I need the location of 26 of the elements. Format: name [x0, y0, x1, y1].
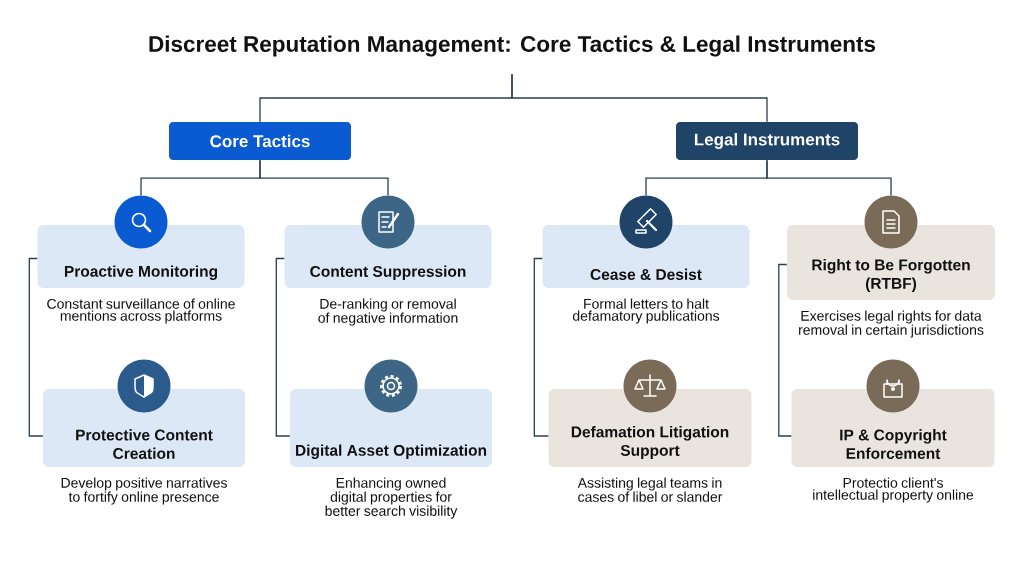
description-text: De-ranking or removal of negative information [318, 298, 458, 326]
card: Cease & Desist [542, 225, 750, 288]
card: Defamation Litigation Support [548, 389, 752, 467]
category-box: Core Tactics [169, 122, 351, 160]
connector-line [533, 257, 549, 437]
connector-line [259, 159, 389, 196]
connector-line [275, 257, 291, 437]
category-box: Legal Instruments [676, 122, 858, 160]
description-text: Protectio client's intellectual property online [813, 477, 974, 503]
connector-line [28, 257, 44, 437]
connector-line [511, 73, 768, 123]
connector-line [778, 263, 792, 437]
connector-line [766, 159, 892, 196]
description-text: Enhancing owned digital properties for better search visibility [325, 477, 458, 519]
card: Content Suppression [284, 225, 492, 288]
card: Proactive Monitoring [37, 225, 245, 288]
description-text: Exercises legal rights for data removal in certain jurisdictions [799, 310, 984, 338]
description-text: Formal letters to halt defamatory publications [572, 298, 720, 324]
card: Protective Content Creation [43, 389, 245, 467]
card: Digital Asset Optimization [290, 389, 492, 467]
description-text: Develop positive narratives to fortify online presence [61, 477, 227, 505]
description-text: Assisting legal teams in cases of libel or slander [577, 477, 723, 502]
card: IP & Copyright Enforcement [791, 389, 995, 467]
card: Right to Be Forgotten (RTBF) [787, 225, 995, 300]
description-text: Constant surveillance of online mentions across platforms [47, 298, 235, 324]
title: Discreet Reputation Management: Core Tactics & Legal Instruments [149, 35, 876, 57]
